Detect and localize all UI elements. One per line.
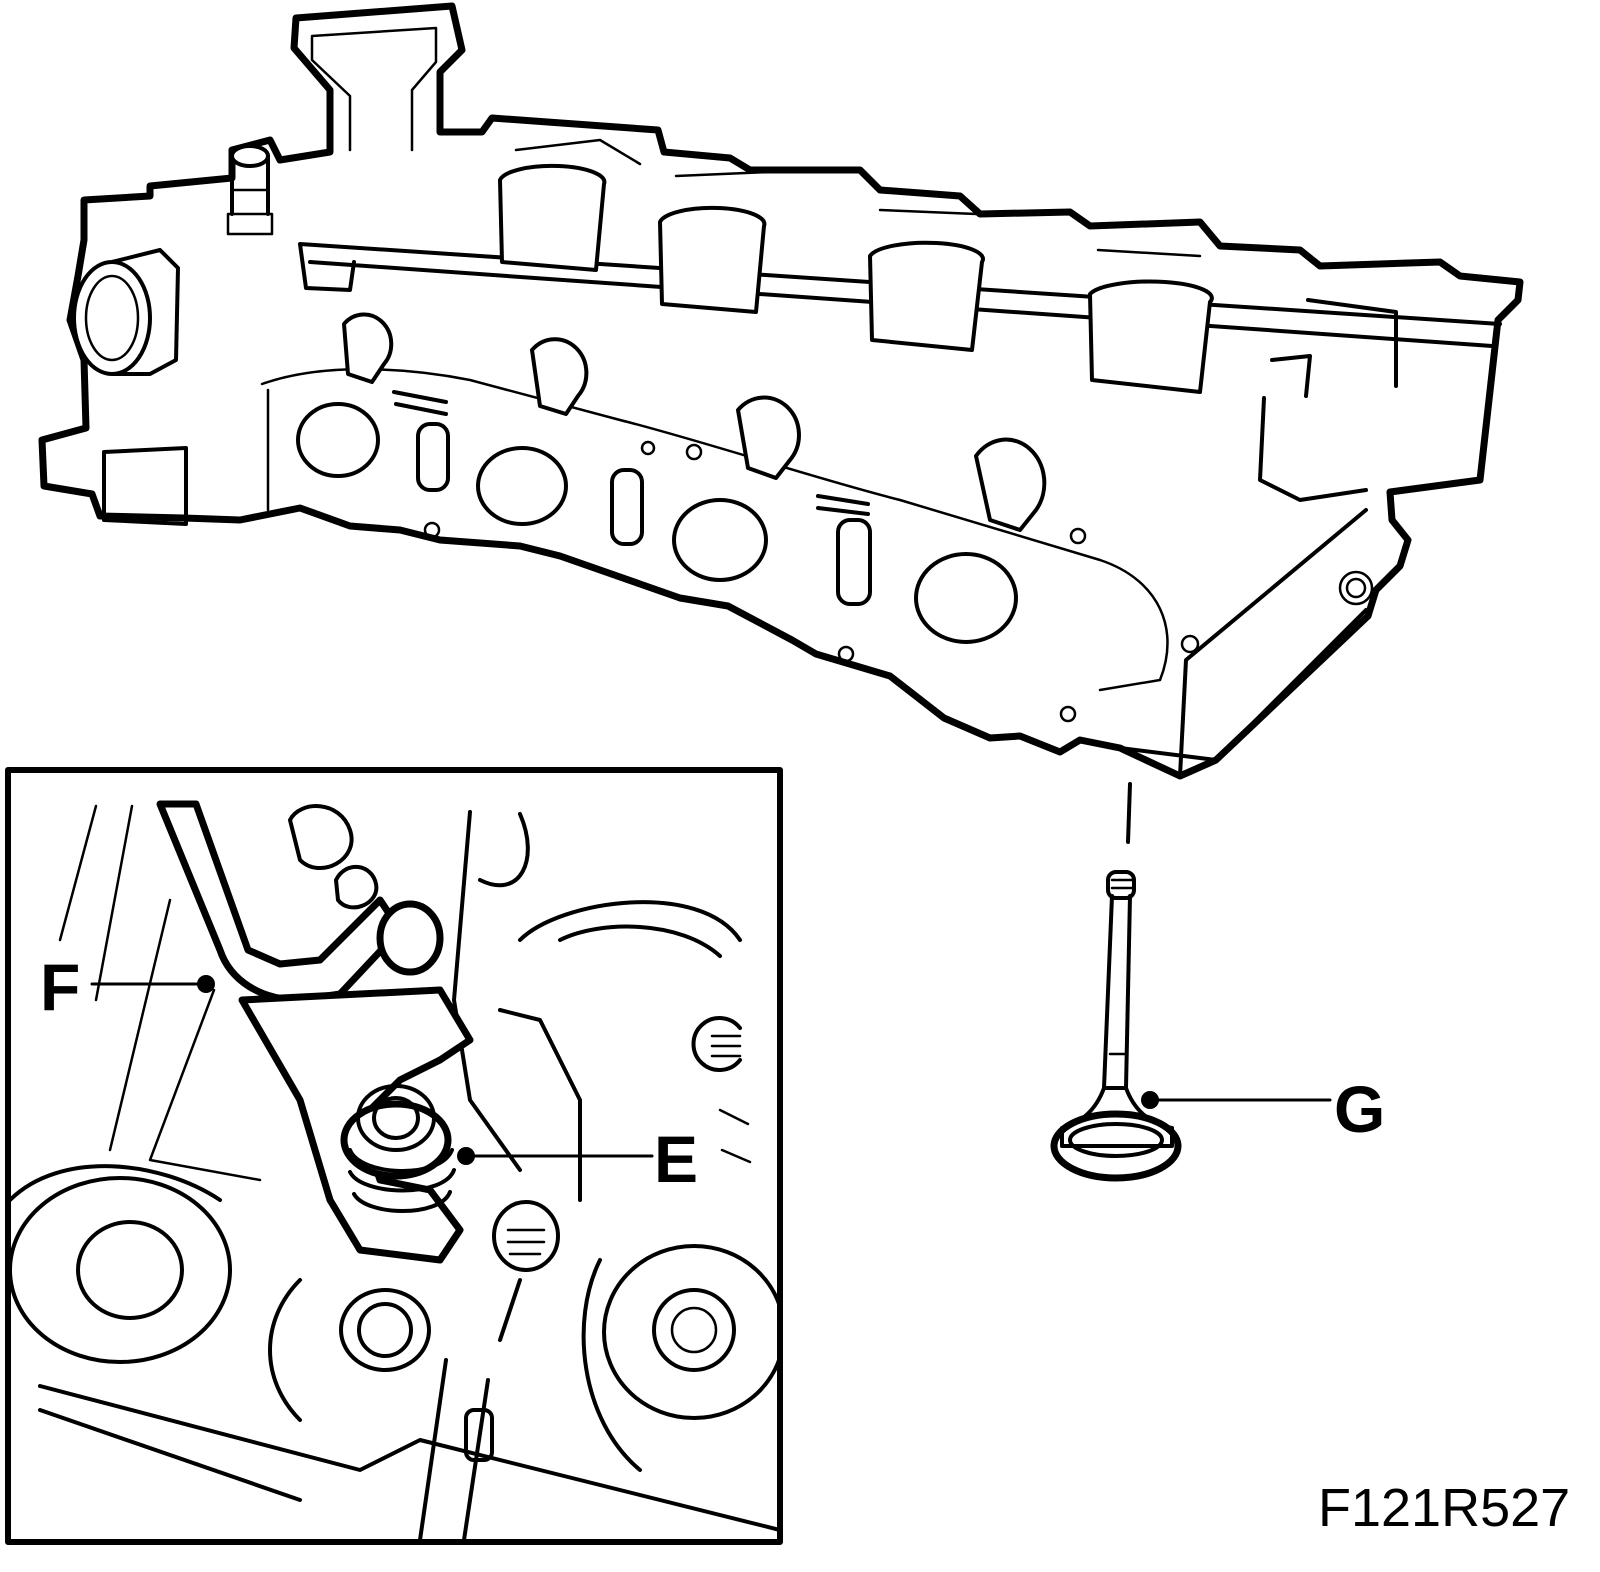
inset-frame xyxy=(5,767,783,1545)
detail-inset xyxy=(5,767,783,1545)
coolant-outlet xyxy=(72,248,180,376)
leader-f-dot xyxy=(197,975,215,993)
sensor-stud xyxy=(226,144,274,236)
figure-id-code: F121R527 xyxy=(1318,1478,1570,1538)
callout-label-f: F xyxy=(40,950,80,1024)
cam-towers xyxy=(498,138,1214,394)
bolt-holes xyxy=(423,440,1374,723)
valve xyxy=(1050,870,1182,1182)
cylinder-head-outline xyxy=(38,2,1524,780)
leader-e-dot xyxy=(457,1147,475,1165)
cylinder-head-illustration xyxy=(38,2,1524,844)
manifold-studs xyxy=(392,390,870,516)
valve-spring-retainer xyxy=(340,1084,456,1213)
lifting-bracket xyxy=(310,26,438,154)
callout-leaders xyxy=(90,975,1332,1165)
lower-block-edge xyxy=(98,508,1368,778)
inset-drawing xyxy=(8,800,780,1542)
mounting-lug xyxy=(102,446,188,526)
callout-label-g: G xyxy=(1334,1072,1385,1146)
plug-bosses xyxy=(342,312,1047,532)
leader-g-dot xyxy=(1141,1091,1159,1109)
tool-jaw xyxy=(156,800,404,1004)
callout-label-e: E xyxy=(654,1122,698,1196)
valve-axis-dashes xyxy=(1126,782,1132,844)
end-cover xyxy=(1258,298,1398,502)
